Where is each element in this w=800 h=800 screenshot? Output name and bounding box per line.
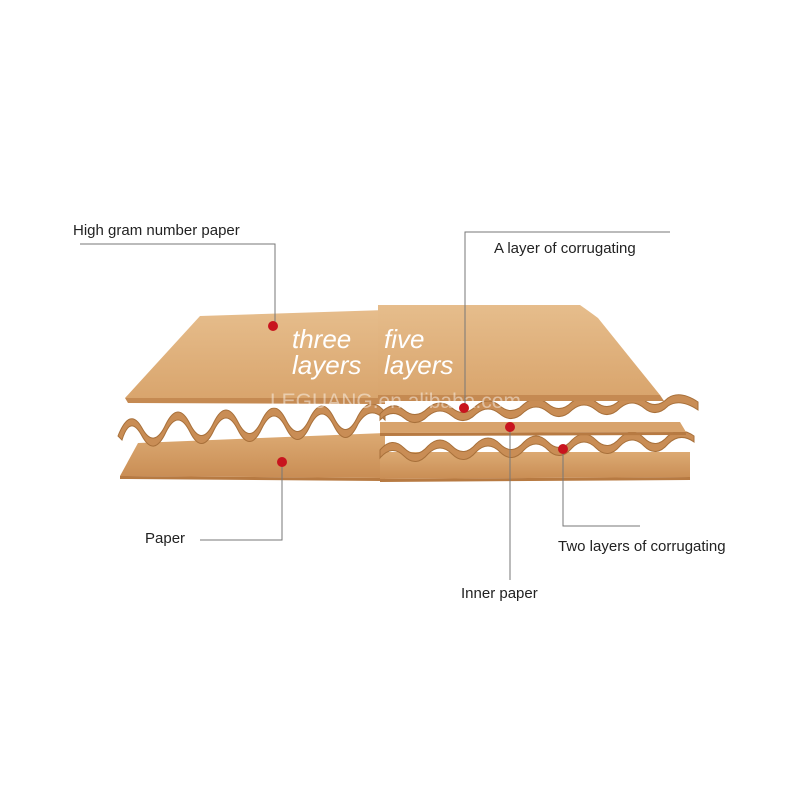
right-inner-paper-edge: [380, 432, 686, 436]
right-lower-corrugated-flute: [379, 430, 695, 462]
leader-one-corrugating: [464, 231, 670, 408]
marker-high-gram: [268, 321, 278, 331]
leader-paper: [200, 462, 283, 541]
marker-one-corrugating: [459, 403, 469, 413]
right-bottom-paper-edge: [380, 477, 690, 482]
right-top-paper: [378, 305, 660, 395]
markers: [268, 321, 568, 467]
label-two-layers-corrugating: Two layers of corrugating: [558, 538, 726, 555]
left-bottom-paper: [120, 433, 385, 478]
left-top-paper: [125, 310, 385, 398]
five-layers-word2: layers: [384, 350, 453, 380]
three-layers-word1: three: [292, 324, 351, 354]
watermark: LEGUANG.en.alibaba.com: [270, 390, 521, 413]
five-layers-word1: five: [384, 324, 424, 354]
leader-high-gram: [80, 243, 276, 325]
marker-inner-paper: [505, 422, 515, 432]
three-layer-board: [117, 310, 386, 481]
left-bottom-paper-edge: [120, 476, 385, 481]
right-upper-corrugated-flute: [379, 394, 699, 423]
marker-paper: [277, 457, 287, 467]
label-inner-paper: Inner paper: [461, 585, 538, 602]
leader-two-corrugating: [562, 449, 640, 527]
five-layer-board: [378, 305, 699, 482]
label-one-layer-corrugating: A layer of corrugating: [494, 240, 636, 257]
left-corrugated-flute: [117, 403, 386, 447]
three-layers-word2: layers: [292, 350, 361, 380]
right-inner-paper: [380, 422, 686, 433]
marker-two-corrugating: [558, 444, 568, 454]
right-bottom-paper: [380, 452, 690, 479]
leader-lines: [80, 231, 670, 580]
left-top-paper-edge: [125, 398, 385, 404]
right-top-paper-edge: [378, 395, 664, 401]
label-paper: Paper: [145, 530, 186, 547]
label-high-gram-paper: High gram number paper: [73, 222, 240, 239]
